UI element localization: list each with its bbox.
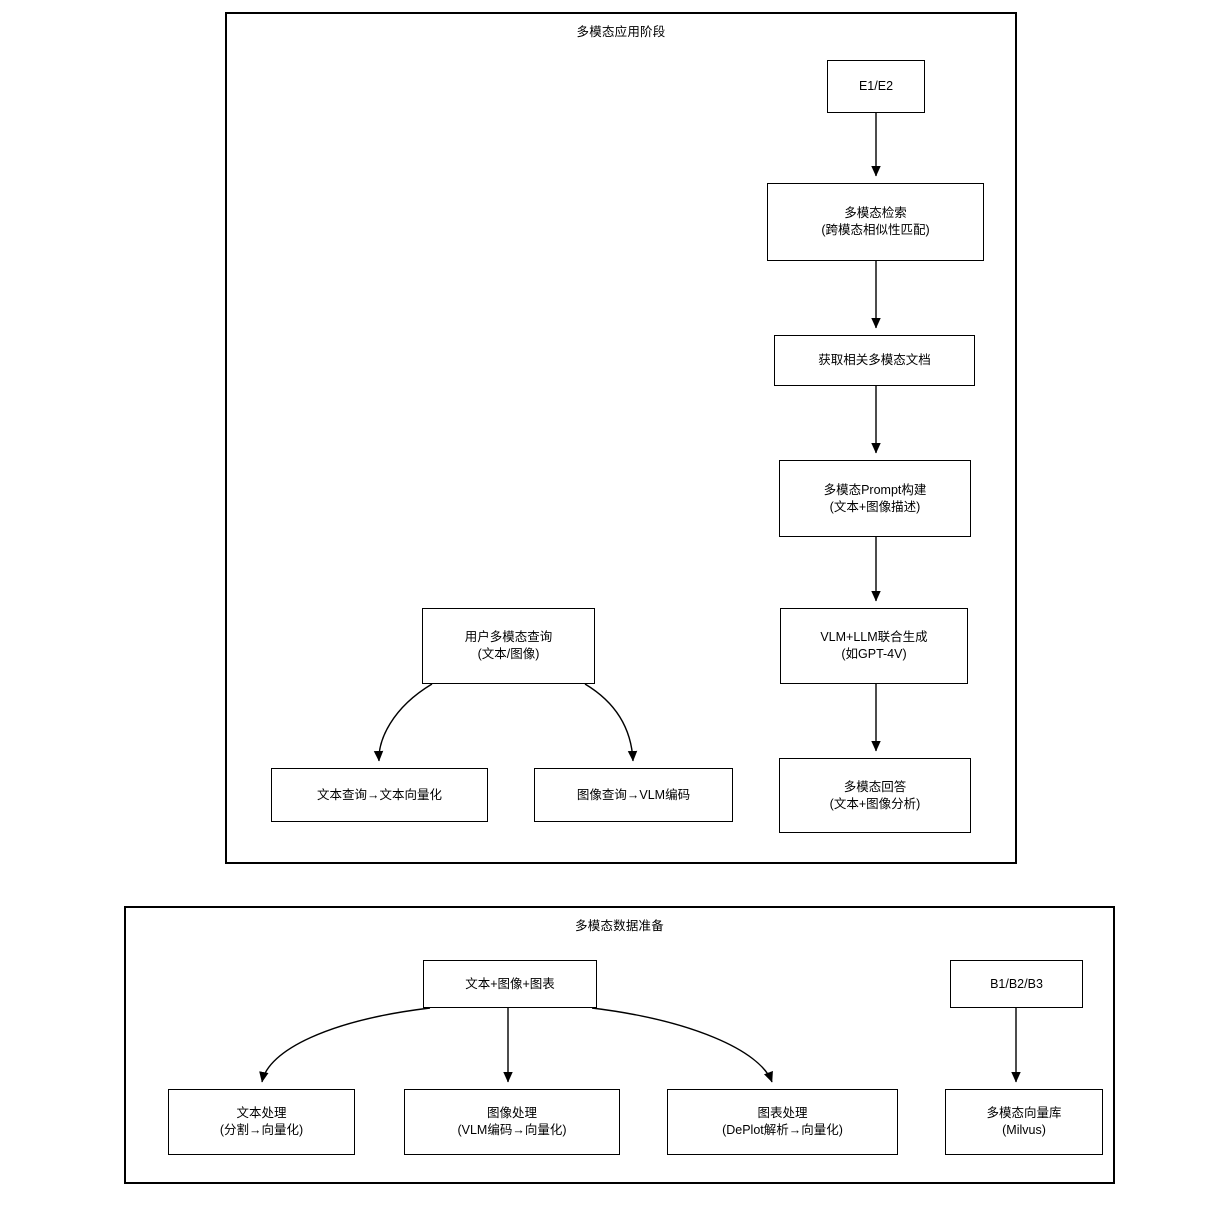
node-text-query-line1: 文本查询→文本向量化 [316, 787, 442, 802]
node-text-query[interactable]: 文本查询→文本向量化 [271, 768, 488, 822]
node-text-processing[interactable]: 文本处理 (分割→向量化) [168, 1089, 355, 1155]
node-multimodal-retrieval[interactable]: 多模态检索 (跨模态相似性匹配) [767, 183, 984, 261]
node-e1e2[interactable]: E1/E2 [827, 60, 925, 113]
node-user-query-line1: 用户多模态查询 [464, 630, 553, 644]
bottom-panel-title: 多模态数据准备 [575, 919, 664, 933]
node-chart-processing-line2: (DePlot解析→向量化) [722, 1123, 843, 1137]
node-b1b2b3-line1: B1/B2/B3 [990, 976, 1043, 991]
node-image-query-line1: 图像查询→VLM编码 [576, 787, 691, 802]
node-user-query-line2: (文本/图像) [477, 647, 540, 661]
node-prompt-construction-line1: 多模态Prompt构建 [823, 482, 927, 497]
node-image-query[interactable]: 图像查询→VLM编码 [534, 768, 733, 822]
node-b1b2b3[interactable]: B1/B2/B3 [950, 960, 1083, 1008]
node-chart-processing[interactable]: 图表处理 (DePlot解析→向量化) [667, 1089, 898, 1155]
node-multimodal-answer-line1: 多模态回答 [843, 779, 907, 794]
node-multimodal-retrieval-line1: 多模态检索 [844, 206, 907, 220]
node-user-query[interactable]: 用户多模态查询 (文本/图像) [422, 608, 595, 684]
node-image-processing-line2: (VLM编码→向量化) [457, 1123, 567, 1137]
node-text-processing-line2: (分割→向量化) [219, 1123, 304, 1137]
node-e1e2-line1: E1/E2 [858, 79, 894, 93]
top-panel: 多模态应用阶段 [225, 12, 1017, 864]
node-source-data-line1: 文本+图像+图表 [465, 976, 555, 991]
node-vector-database[interactable]: 多模态向量库 (Milvus) [945, 1089, 1103, 1155]
node-text-processing-line1: 文本处理 [236, 1106, 287, 1120]
node-joint-generation[interactable]: VLM+LLM联合生成 (如GPT-4V) [780, 608, 968, 684]
node-fetch-documents[interactable]: 获取相关多模态文档 [774, 335, 975, 386]
node-prompt-construction[interactable]: 多模态Prompt构建 (文本+图像描述) [779, 460, 971, 537]
top-panel-title: 多模态应用阶段 [576, 25, 666, 39]
node-image-processing[interactable]: 图像处理 (VLM编码→向量化) [404, 1089, 620, 1155]
node-vector-database-line1: 多模态向量库 [986, 1106, 1062, 1120]
node-joint-generation-line1: VLM+LLM联合生成 [820, 630, 928, 644]
node-image-processing-line1: 图像处理 [486, 1106, 537, 1120]
node-multimodal-retrieval-line2: (跨模态相似性匹配) [821, 223, 930, 237]
node-prompt-construction-line2: (文本+图像描述) [829, 499, 921, 514]
node-multimodal-answer-line2: (文本+图像分析) [829, 796, 921, 811]
node-multimodal-answer[interactable]: 多模态回答 (文本+图像分析) [779, 758, 971, 833]
node-joint-generation-line2: (如GPT-4V) [841, 647, 907, 661]
node-fetch-documents-line1: 获取相关多模态文档 [818, 353, 931, 367]
node-vector-database-line2: (Milvus) [1002, 1123, 1046, 1137]
node-source-data[interactable]: 文本+图像+图表 [423, 960, 597, 1008]
node-chart-processing-line1: 图表处理 [757, 1106, 808, 1120]
